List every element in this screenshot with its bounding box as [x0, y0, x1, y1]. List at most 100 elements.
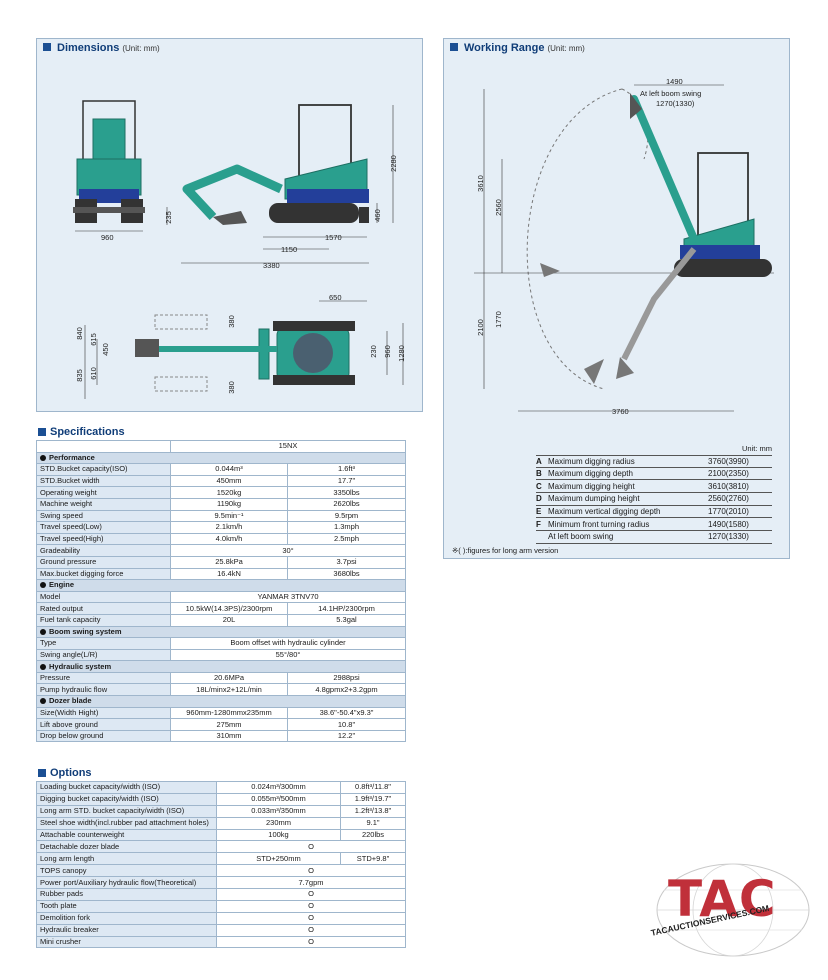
range-key: D	[536, 494, 542, 504]
spec-value-imperial: 2.5mph	[286, 532, 407, 546]
option-value: O	[216, 888, 406, 901]
spec-label: Ground pressure	[36, 555, 171, 569]
option-value-imperial: 1.9ft³/19.7"	[340, 792, 406, 806]
spec-value-metric: 2.1km/h	[170, 521, 288, 534]
option-value-metric: STD+250mm	[216, 852, 341, 866]
spec-category: Performance	[35, 451, 407, 465]
range-name: Maximum digging height	[548, 481, 635, 491]
working-range-unit: Unit: mm	[742, 444, 772, 453]
range-name: Maximum digging depth	[548, 469, 633, 479]
option-label: Demolition fork	[36, 911, 217, 925]
dim-2560: 2560	[493, 199, 503, 216]
spec-value-metric: 1520kg	[170, 486, 288, 499]
spec-value-metric: 0.044m³	[170, 463, 288, 476]
range-value: 1270(1330)	[708, 532, 749, 542]
options-title: Options	[38, 767, 92, 779]
spec-label: Swing speed	[36, 509, 171, 523]
option-label: Digging bucket capacity/width (ISO)	[36, 792, 217, 806]
tac-logo-globe	[656, 863, 810, 957]
dim-835: 835	[74, 369, 84, 382]
spec-category-label: Engine	[49, 580, 75, 590]
spec-value-metric: 18L/minx2+12L/min	[170, 683, 288, 697]
option-label: Loading bucket capacity/width (ISO)	[36, 781, 217, 794]
dim-615: 615	[88, 333, 98, 346]
spec-category-label: Dozer blade	[49, 696, 92, 706]
option-value: O	[216, 911, 406, 925]
spec-value-imperial: 4.8gpmx2+3.2gpm	[286, 683, 407, 697]
option-label: Attachable counterweight	[36, 828, 217, 842]
spec-value-imperial: 14.1HP/2300rpm	[286, 602, 407, 615]
dim-235: 235	[163, 211, 173, 224]
working-range-machine	[540, 93, 772, 384]
option-label: Rubber pads	[36, 888, 217, 901]
dim-960-top: 960	[382, 345, 392, 358]
range-value: 2100(2350)	[708, 469, 749, 479]
spec-value-imperial: 3680lbs	[286, 567, 407, 581]
spec-value-imperial: 2620lbs	[286, 497, 407, 511]
option-value-metric: 0.024m³/300mm	[216, 781, 341, 794]
working-range-drawing	[474, 84, 774, 412]
option-value: O	[216, 899, 406, 913]
section-marker-icon	[450, 43, 458, 51]
spec-value-imperial: 17.7"	[286, 474, 407, 488]
spec-label: Machine weight	[36, 497, 171, 511]
spec-label: STD.Bucket capacity(ISO)	[36, 463, 171, 476]
bullet-icon	[40, 698, 46, 705]
dim-3610: 3610	[475, 175, 485, 192]
range-name: Maximum digging radius	[548, 456, 635, 466]
spec-value-imperial: 10.8"	[286, 718, 407, 731]
front-view-machine	[73, 100, 145, 223]
dim-1150: 1150	[281, 245, 298, 254]
dimensions-drawing	[73, 100, 404, 399]
dim-1570: 1570	[325, 233, 342, 242]
bullet-icon	[40, 582, 46, 589]
side-view-machine	[182, 104, 369, 225]
section-marker-icon	[38, 428, 46, 436]
spec-value-metric: 1190kg	[170, 497, 288, 511]
options-table: Loading bucket capacity/width (ISO)0.024…	[36, 781, 406, 949]
spec-category: Hydraulic system	[35, 660, 407, 673]
option-row: Steel shoe width(incl.rubber pad attachm…	[36, 816, 406, 830]
option-value-imperial: 9.1"	[340, 816, 406, 830]
bullet-icon	[40, 663, 46, 670]
working-range-panel: Working Range (Unit: mm) 1490 At left bo…	[443, 38, 790, 559]
option-value-metric: 100kg	[216, 828, 341, 842]
specifications-title: Specifications	[38, 426, 125, 438]
note-left-boom-swing: At left boom swing	[640, 89, 702, 98]
spec-category-label: Boom swing system	[49, 626, 122, 636]
option-label: Detachable dozer blade	[36, 840, 217, 854]
spec-value-imperial: 9.5rpm	[286, 509, 407, 523]
spec-label: Lift above ground	[36, 718, 171, 731]
dim-380-top: 380	[226, 315, 236, 328]
option-label: Long arm length	[36, 852, 217, 866]
spec-label: Drop below ground	[36, 729, 171, 743]
spec-value-imperial: 5.3gal	[286, 613, 407, 627]
dim-1280: 1280	[396, 345, 406, 362]
spec-category: Boom swing system	[35, 625, 407, 639]
dim-230: 230	[368, 345, 378, 358]
option-value-imperial: 220lbs	[340, 828, 406, 842]
dim-1490: 1490	[666, 77, 683, 86]
dim-610: 610	[88, 367, 98, 380]
spec-value-imperial: 1.3mph	[286, 521, 407, 534]
spec-label: Type	[36, 637, 171, 650]
spec-category-row: Performance	[35, 451, 407, 465]
option-row: Long arm STD. bucket capacity/width (ISO…	[36, 804, 406, 818]
option-value: O	[216, 923, 406, 937]
spec-category: Engine	[35, 579, 407, 592]
option-value-imperial: 1.2ft³/13.8"	[340, 804, 406, 818]
